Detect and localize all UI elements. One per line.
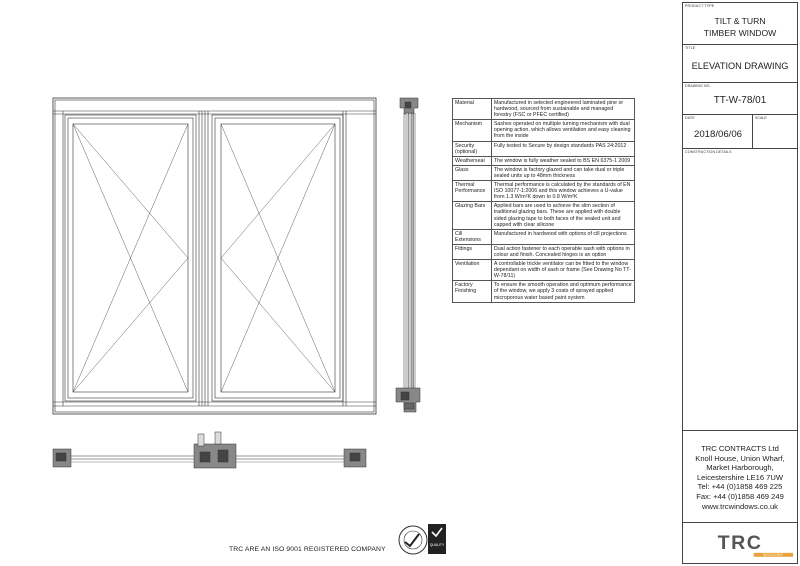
spec-value: Applied bars are used to achieve the sli…	[490, 201, 636, 230]
spec-value: Manufactured in hardwood with options of…	[490, 228, 636, 245]
company-cell	[683, 431, 797, 523]
spec-key: Mechanism	[452, 119, 492, 142]
scale-label: SCALE	[755, 116, 767, 120]
spec-key: Glazing Bars	[452, 201, 492, 230]
spec-value: Thermal performance is calculated by the…	[490, 180, 636, 203]
product-type-label: PRODUCT TYPE	[685, 4, 715, 8]
spec-key: Material	[452, 97, 492, 121]
address-line-1: Knoll House, Union Wharf,	[695, 453, 785, 463]
telephone: Tel: +44 (0)1858 469 225	[697, 482, 783, 492]
drawing-number: TT-W-78/01	[713, 95, 767, 106]
spec-key: Glass	[452, 164, 492, 182]
scale-divider	[752, 115, 753, 148]
cert-badge-text: QUALITY	[430, 543, 445, 547]
spec-key: Thermal Performance	[452, 180, 492, 203]
fax: Fax: +44 (0)1858 469 249	[696, 491, 784, 501]
product-type-cell: PRODUCT TYPE TILT & TURN TIMBER WINDOW	[683, 3, 797, 45]
spec-value: Fully tested to Secure by design standar…	[490, 140, 636, 157]
spec-key: Security (optional)	[452, 140, 492, 157]
trc-logo: TRC WINDOWS	[718, 532, 794, 557]
product-type-value: TILT & TURN TIMBER WINDOW	[683, 15, 797, 39]
spec-key: Ventilation	[452, 259, 492, 282]
title-label: TITLE	[685, 46, 696, 50]
website: www.trcwindows.co.uk	[702, 501, 778, 511]
spec-value: Manufactured in selected engineered lami…	[490, 97, 636, 121]
product-type-line-1: TILT & TURN	[714, 16, 766, 26]
spec-key: Factory Finishing	[452, 280, 492, 303]
spec-value: Sashes operated on multiple turning mech…	[490, 119, 636, 142]
spec-value: The window is factory glazed and can tak…	[490, 164, 636, 182]
date-scale-cell: DATE 2018/06/06 SCALE	[683, 115, 797, 149]
drawing-date: 2018/06/06	[693, 129, 742, 140]
spec-key: Fittings	[452, 243, 492, 261]
drawing-no-label: DRAWING No.	[685, 84, 711, 88]
horizontal-section	[52, 431, 367, 469]
address-line-3: Leicestershire LE16 7UW	[696, 472, 784, 482]
company-address: TRC CONTRACTS Ltd Knoll House, Union Wha…	[683, 444, 797, 511]
title-cell: TITLE ELEVATION DRAWING	[683, 45, 797, 83]
drawing-title: ELEVATION DRAWING	[691, 61, 789, 71]
iso-registration-text: TRC ARE AN ISO 9001 REGISTERED COMPANY	[229, 546, 386, 553]
spec-key: Weatherseal	[452, 155, 492, 166]
date-label: DATE	[685, 116, 695, 120]
drawing-no-cell: DRAWING No. TT-W-78/01	[683, 83, 797, 115]
window-elevation: QUALITY	[52, 97, 446, 555]
product-type-line-2: TIMBER WINDOW	[703, 28, 777, 38]
construction-details-cell: CONSTRUCTION DETAILS	[683, 149, 797, 431]
title-block: PRODUCT TYPE TILT & TURN TIMBER WINDOW T…	[682, 2, 798, 564]
iso-certification-logo	[398, 524, 446, 555]
spec-value: To ensure the smooth operation and optim…	[490, 280, 636, 303]
spec-value: A controllable trickle ventilator can be…	[490, 259, 636, 282]
construction-details-label: CONSTRUCTION DETAILS	[685, 150, 732, 154]
trc-logo-text: TRC	[718, 532, 763, 554]
spec-value: The window is fully weather sealed to BS…	[490, 155, 636, 166]
company-name: TRC CONTRACTS Ltd	[701, 444, 779, 453]
trc-logo-subtext: WINDOWS	[763, 553, 783, 557]
spec-key: Cill Extensions	[452, 228, 492, 245]
address-line-2: Market Harborough,	[706, 463, 774, 473]
left-sash	[64, 114, 197, 402]
spec-value: Dual action fastener to each operable sa…	[490, 243, 636, 261]
right-sash	[211, 114, 344, 402]
spec-row: Security (optional)Fully tested to Secur…	[452, 140, 636, 157]
vertical-section	[395, 97, 421, 413]
